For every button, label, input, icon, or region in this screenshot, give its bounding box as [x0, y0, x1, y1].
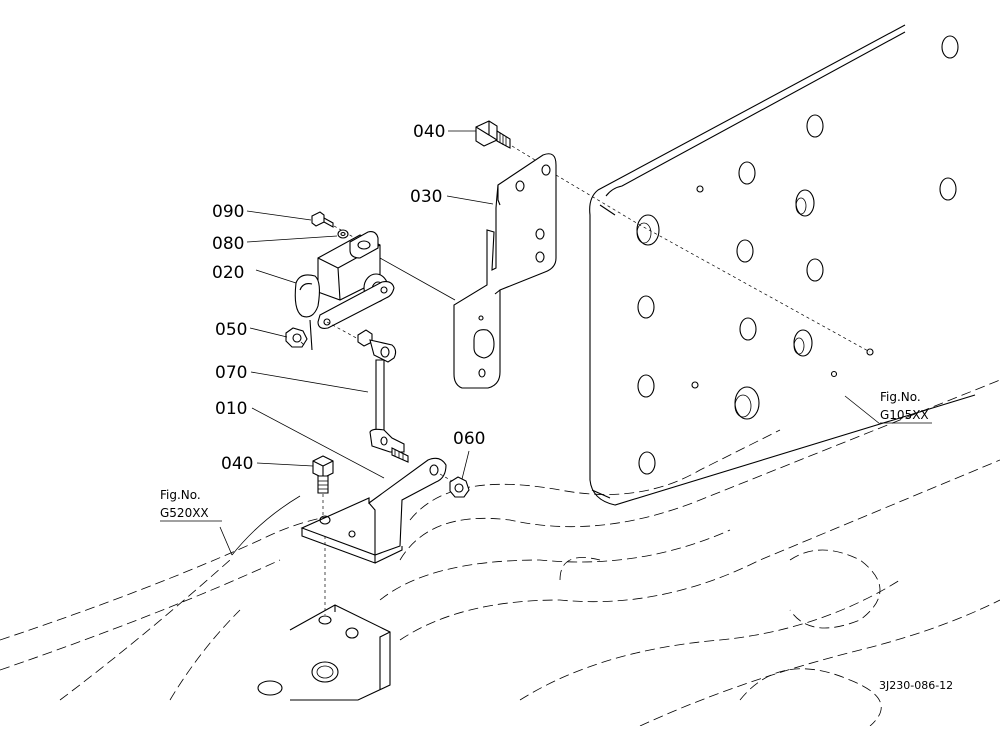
bolt-040-bottom	[312, 455, 334, 515]
washer-080	[337, 229, 349, 239]
bolt-090	[311, 211, 356, 239]
fig-ref-code: G105XX	[880, 408, 929, 422]
part-labels: 040 030 090 080 020 050 070 010 040 060	[212, 122, 485, 474]
part-label-070: 070	[215, 363, 247, 383]
figure-ref-g520: Fig.No. G520XX	[160, 488, 222, 522]
part-label-010: 010	[215, 399, 247, 419]
part-label-040-top: 040	[413, 122, 445, 142]
part-label-050: 050	[215, 320, 247, 340]
part-label-090: 090	[212, 202, 244, 222]
frame-plate	[589, 24, 976, 506]
rod-070	[357, 329, 409, 463]
fig-ref-label: Fig.No.	[880, 390, 921, 404]
nut-050	[285, 327, 308, 348]
fig-ref-label: Fig.No.	[160, 488, 201, 502]
part-label-060: 060	[453, 429, 485, 449]
leader-lines	[219, 130, 881, 556]
frame-rails	[0, 379, 1000, 727]
bracket-010	[300, 457, 447, 564]
fig-ref-code: G520XX	[160, 506, 209, 520]
part-label-080: 080	[212, 234, 244, 254]
nut-060	[439, 473, 470, 498]
drawing-code: 3J230-086-12	[879, 679, 953, 692]
bracket-030	[453, 153, 871, 389]
part-label-030: 030	[410, 187, 442, 207]
mounting-block	[257, 536, 391, 701]
part-label-040-bottom: 040	[221, 454, 253, 474]
bolt-040-top	[475, 120, 536, 161]
part-label-020: 020	[212, 263, 244, 283]
figure-ref-g105: Fig.No. G105XX	[880, 390, 932, 424]
sensor-020	[294, 231, 395, 351]
